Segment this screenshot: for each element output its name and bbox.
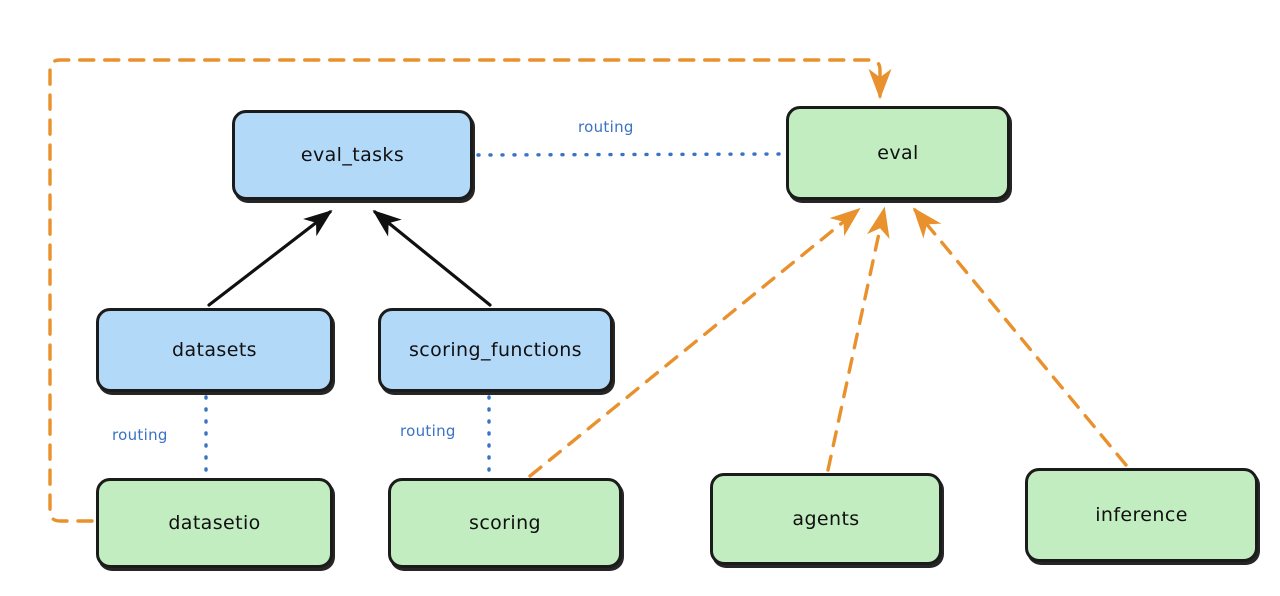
node-eval[interactable]: eval <box>786 106 1010 200</box>
node-label-eval-tasks: eval_tasks <box>300 144 405 166</box>
edge-label-routing-datasets-datasetio: routing <box>112 426 168 444</box>
node-label-agents: agents <box>792 508 860 530</box>
node-label-eval: eval <box>877 142 919 164</box>
node-label-scoring: scoring <box>469 512 541 534</box>
node-scoring-functions[interactable]: scoring_functions <box>378 308 613 392</box>
node-label-scoring-functions: scoring_functions <box>409 339 582 361</box>
edge-eval-tasks-to-eval <box>476 152 784 157</box>
node-datasets[interactable]: datasets <box>96 308 333 392</box>
edge-scoring-to-eval <box>528 207 861 478</box>
node-label-datasetio: datasetio <box>168 512 261 534</box>
node-scoring[interactable]: scoring <box>388 478 622 568</box>
edge-scoring-functions-to-eval-tasks <box>372 209 492 307</box>
node-eval-tasks[interactable]: eval_tasks <box>232 110 473 200</box>
edge-inference-to-eval <box>912 207 1128 467</box>
edge-label-routing-scoring-functions-scoring: routing <box>400 422 456 440</box>
node-label-datasets: datasets <box>172 339 257 361</box>
node-datasetio[interactable]: datasetio <box>96 478 333 568</box>
edge-agents-to-eval <box>826 206 890 472</box>
node-agents[interactable]: agents <box>710 473 942 565</box>
node-label-inference: inference <box>1095 504 1188 526</box>
edge-datasets-to-eval-tasks <box>207 210 333 307</box>
edge-label-routing-eval-tasks-eval: routing <box>578 118 634 136</box>
edge-datasetio-to-eval <box>48 58 892 523</box>
node-inference[interactable]: inference <box>1025 468 1258 562</box>
